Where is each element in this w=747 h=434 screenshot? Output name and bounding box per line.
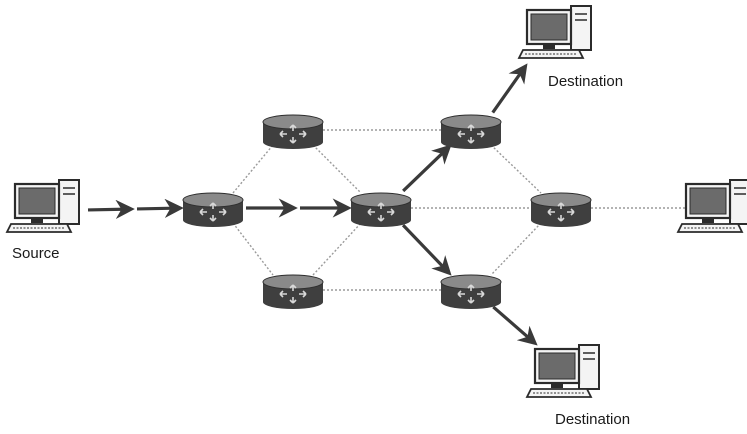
flow-arrow-segment <box>136 198 184 218</box>
flow-arrow-segment <box>491 63 528 114</box>
router-arrows-icon <box>279 124 307 144</box>
router-r-top-right <box>440 114 502 149</box>
router-r-upper <box>262 114 324 149</box>
link-r-upper-r-core <box>312 144 362 194</box>
destination-bottom-label: Destination <box>555 411 631 428</box>
flow-arrow-segment <box>402 144 452 193</box>
link-r-mid-right-r-bottom-right <box>490 222 542 276</box>
router-arrows-icon <box>279 284 307 304</box>
flows-layer <box>87 63 538 346</box>
router-r-ingress <box>182 192 244 227</box>
router-arrows-icon <box>457 284 485 304</box>
link-r-ingress-r-lower <box>232 222 274 276</box>
link-r-top-right-r-mid-right <box>490 144 542 194</box>
link-r-ingress-r-upper <box>232 144 274 194</box>
router-r-bottom-right <box>440 274 502 309</box>
router-arrows-icon <box>367 202 395 222</box>
flow-r-bottom-right-dest-bottom <box>492 305 538 346</box>
computer-pc-right-icon <box>676 179 747 233</box>
computer-dest-bottom-icon <box>525 344 600 398</box>
link-r-lower-r-core <box>312 222 362 276</box>
flow-arrow-segment <box>87 199 135 219</box>
flow-r-core-r-top-right <box>402 144 452 193</box>
source-label: Source <box>12 245 60 262</box>
router-arrows-icon <box>457 124 485 144</box>
router-arrows-icon <box>199 202 227 222</box>
computer-dest-top-icon <box>517 5 592 59</box>
flow-arrow-segment <box>401 224 452 276</box>
computer-source-icon <box>5 179 80 233</box>
router-r-core <box>350 192 412 227</box>
links-layer <box>232 129 692 291</box>
router-r-mid-right <box>530 192 592 227</box>
flow-source-r-ingress <box>87 198 184 219</box>
router-r-lower <box>262 274 324 309</box>
flow-r-core-r-bottom-right <box>401 224 452 276</box>
router-arrows-icon <box>547 202 575 222</box>
flow-arrow-segment <box>492 305 538 346</box>
destination-top-label: Destination <box>548 73 624 90</box>
flow-r-top-right-dest-top <box>491 63 528 114</box>
